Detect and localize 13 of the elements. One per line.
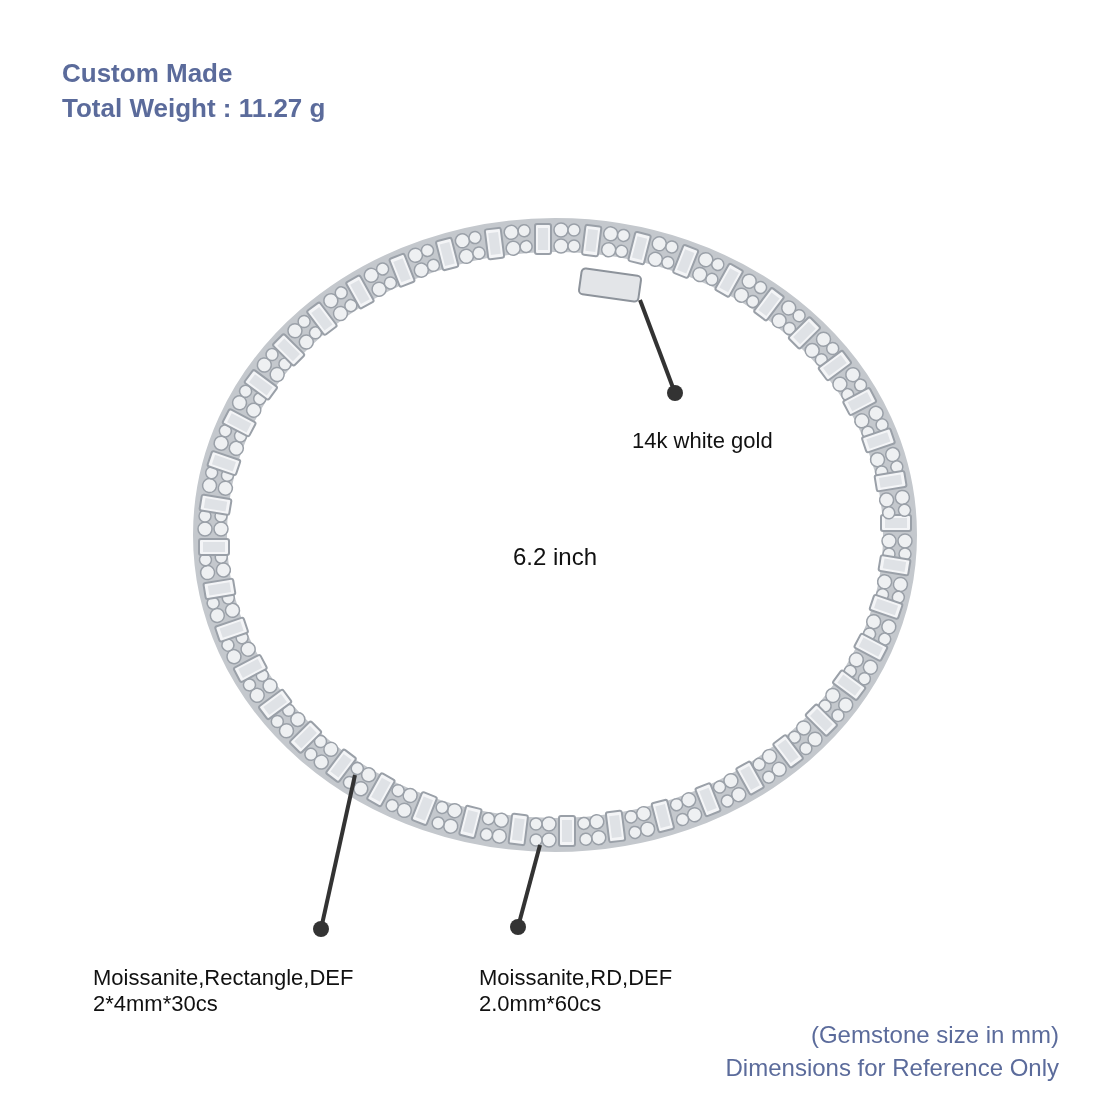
title: Custom Made [62, 58, 233, 89]
leader-line [510, 844, 542, 935]
leader-line [313, 774, 357, 937]
note: (Gemstone size in mm) [810, 1021, 1059, 1049]
callout-text: 2*4mm*30cs [93, 991, 219, 1017]
callout-text: 14k white gold [632, 428, 773, 454]
size-label: 6.2 inch [513, 543, 598, 571]
leader-line [638, 299, 683, 401]
note: Dimensions for Reference Only [725, 1054, 1059, 1082]
weight-heading: Total Weight : 11.27 g [62, 93, 326, 124]
callout-text: 2.0mm*60cs [479, 991, 603, 1017]
callout-text: Moissanite,RD,DEF [479, 965, 673, 991]
callout-text: Moissanite,Rectangle,DEF [93, 965, 354, 991]
